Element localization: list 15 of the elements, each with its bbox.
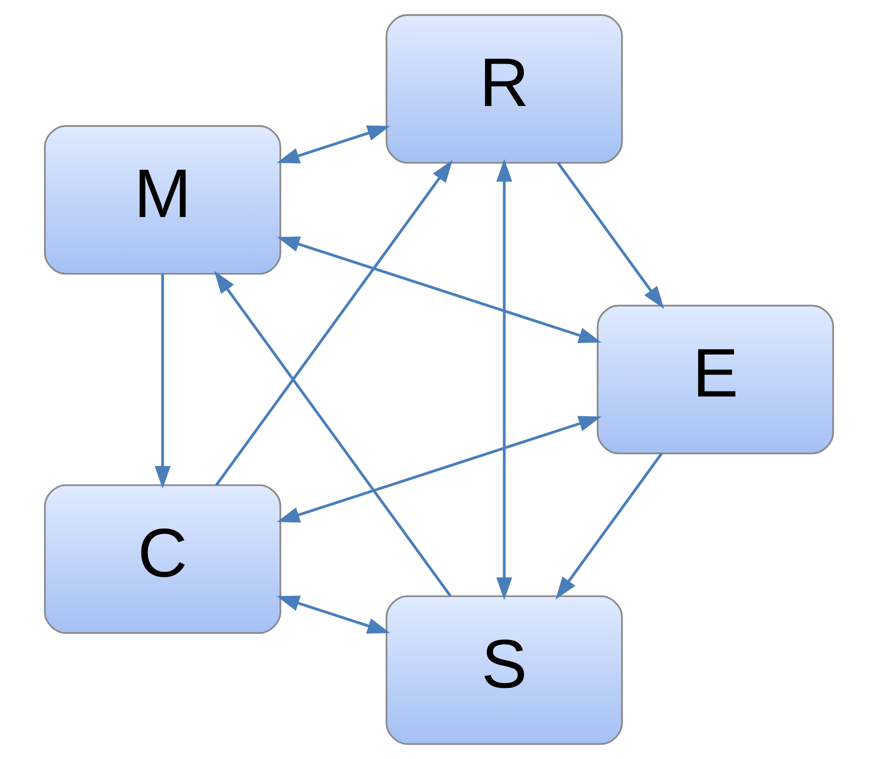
arrow xyxy=(214,160,452,486)
arrow xyxy=(154,274,170,489)
arrow xyxy=(214,270,452,597)
node-box: M xyxy=(44,125,281,275)
arrow xyxy=(276,125,390,164)
node-box: R xyxy=(385,14,622,164)
arrow xyxy=(276,596,390,634)
arrow xyxy=(496,158,512,600)
node-box: C xyxy=(44,484,281,634)
arrow xyxy=(276,236,601,343)
arrow xyxy=(556,162,664,309)
node-box: E xyxy=(596,304,834,454)
arrow xyxy=(555,452,662,600)
node-box: S xyxy=(385,595,622,745)
arrow xyxy=(276,416,601,523)
